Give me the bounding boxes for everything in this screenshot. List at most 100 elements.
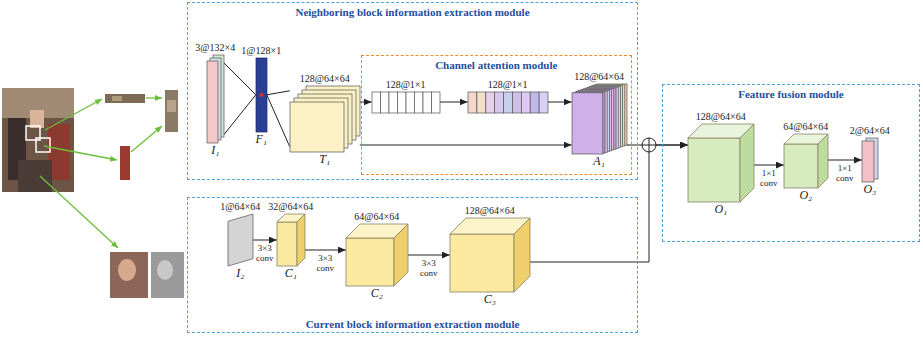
vector-cell bbox=[485, 92, 494, 113]
cube-side bbox=[394, 224, 408, 286]
tensor-shape bbox=[228, 214, 253, 266]
vector-cell bbox=[372, 92, 381, 113]
tensor-shape bbox=[290, 86, 360, 152]
tensor-block: 2@64×64O₃ bbox=[862, 138, 878, 182]
tensor-shape bbox=[572, 84, 627, 154]
crop-arrow bbox=[40, 176, 118, 248]
neighbor-strip bbox=[105, 94, 145, 103]
tensor-symbol: O₁ bbox=[714, 203, 727, 216]
frame-table bbox=[18, 160, 52, 192]
tensor-size: 3@132×4 bbox=[195, 42, 235, 53]
module-title: Feature fusion module bbox=[738, 88, 844, 100]
tensor-block: 128@64×64T₁ bbox=[290, 86, 360, 152]
connector bbox=[224, 63, 256, 135]
connector bbox=[530, 145, 688, 262]
neighbor-strip bbox=[167, 100, 176, 112]
tensor-size: 128@64×64 bbox=[696, 111, 746, 122]
tensor-symbol: C₂ bbox=[371, 287, 383, 300]
sum-symbol bbox=[642, 138, 656, 152]
vector-cell bbox=[539, 92, 548, 113]
tensor-size: 128@1×1 bbox=[386, 79, 426, 90]
crop-arrow bbox=[146, 97, 162, 98]
connector bbox=[548, 102, 572, 103]
crop-arrow bbox=[45, 99, 102, 130]
tensor-symbol: C₁ bbox=[285, 267, 297, 280]
module-title: Neighboring block information extraction… bbox=[295, 6, 529, 18]
vector-cell bbox=[521, 92, 530, 113]
tensor-block: 1@128×1F₁ bbox=[256, 58, 267, 132]
tensor-size: 128@64×64 bbox=[300, 73, 350, 84]
module-title: Channel attention module bbox=[435, 59, 557, 71]
tensor-block: 32@64×64C₁ bbox=[277, 214, 305, 266]
cube-front bbox=[346, 238, 394, 286]
tensor-size: 1@64×64 bbox=[220, 201, 260, 212]
edge-label: 3×3 conv bbox=[417, 258, 441, 279]
tensor-slab bbox=[862, 141, 874, 182]
tensor-size: 128@64×64 bbox=[465, 205, 515, 216]
vector-cell bbox=[380, 92, 389, 113]
tensor-slab bbox=[207, 61, 218, 143]
tensor-shape bbox=[688, 124, 754, 202]
connector bbox=[253, 240, 277, 241]
module-title: Current block information extraction mod… bbox=[306, 318, 520, 330]
tensor-symbol: O₂ bbox=[799, 189, 812, 202]
tensor-shape bbox=[372, 92, 440, 113]
tensor-shape bbox=[468, 92, 548, 113]
current-block bbox=[110, 252, 148, 298]
vector-cell bbox=[494, 92, 503, 113]
crop-arrow bbox=[131, 126, 162, 152]
vector-block: 128@1×1 bbox=[468, 92, 548, 113]
tensor-symbol: F₁ bbox=[256, 133, 268, 146]
cube-front bbox=[277, 222, 297, 266]
tensor-block: 128@64×64O₁ bbox=[688, 124, 754, 202]
tensor-symbol: O₃ bbox=[863, 183, 876, 196]
connector bbox=[360, 145, 572, 146]
tensor-shape bbox=[277, 214, 305, 266]
tensor-shape bbox=[862, 138, 878, 182]
vector-cell bbox=[468, 92, 477, 113]
tensor-block: 64@64×64C₂ bbox=[346, 224, 408, 286]
cube-side bbox=[818, 134, 828, 188]
vector-cell bbox=[414, 92, 423, 113]
tensor-slab bbox=[290, 102, 344, 152]
current-block bbox=[118, 259, 136, 281]
tensor-symbol: C₃ bbox=[484, 293, 496, 306]
tensor-shape bbox=[784, 134, 828, 188]
module-box: Feature fusion module128@64×64O₁64@64×64… bbox=[662, 84, 920, 242]
cube-front bbox=[450, 234, 514, 292]
tensor-sheet bbox=[228, 214, 253, 266]
tensor-shape bbox=[207, 55, 224, 143]
vector-cell bbox=[476, 92, 485, 113]
vector-cell bbox=[389, 92, 398, 113]
edge-label: 3×3 conv bbox=[253, 243, 277, 264]
vector-cell bbox=[512, 92, 521, 113]
cube-side bbox=[514, 218, 530, 292]
tensor-shape bbox=[450, 218, 530, 292]
kernel-point bbox=[259, 93, 263, 97]
edge-label: 1×1 conv bbox=[757, 168, 781, 189]
tensor-size: 1@128×1 bbox=[241, 45, 281, 56]
tensor-block: 3@132×4I₁ bbox=[207, 55, 224, 143]
tensor-slab bbox=[572, 92, 603, 153]
connector bbox=[267, 91, 290, 147]
vector-cell bbox=[406, 92, 415, 113]
connector bbox=[828, 160, 862, 161]
tensor-size: 32@64×64 bbox=[268, 201, 313, 212]
tensor-symbol: A₁ bbox=[593, 155, 605, 168]
edge-label: 3×3 conv bbox=[313, 253, 337, 274]
current-block-gray bbox=[151, 252, 184, 298]
tensor-symbol: I₂ bbox=[236, 267, 244, 280]
connector bbox=[408, 255, 450, 256]
tensor-symbol: T₁ bbox=[319, 153, 330, 166]
tensor-block: 64@64×64O₂ bbox=[784, 134, 828, 188]
tensor-size: 64@64×64 bbox=[354, 211, 399, 222]
tensor-size: 128@1×1 bbox=[488, 79, 528, 90]
module-box: Channel attention module 128@1×1 128@1×1 12… bbox=[361, 55, 632, 175]
neighbor-strip bbox=[165, 90, 178, 132]
tensor-block: 1@64×64I₂ bbox=[228, 214, 253, 266]
tensor-size: 64@64×64 bbox=[783, 121, 828, 132]
vector-cell bbox=[530, 92, 539, 113]
connector bbox=[305, 250, 346, 251]
module-box: Neighboring block information extraction… bbox=[187, 2, 638, 180]
